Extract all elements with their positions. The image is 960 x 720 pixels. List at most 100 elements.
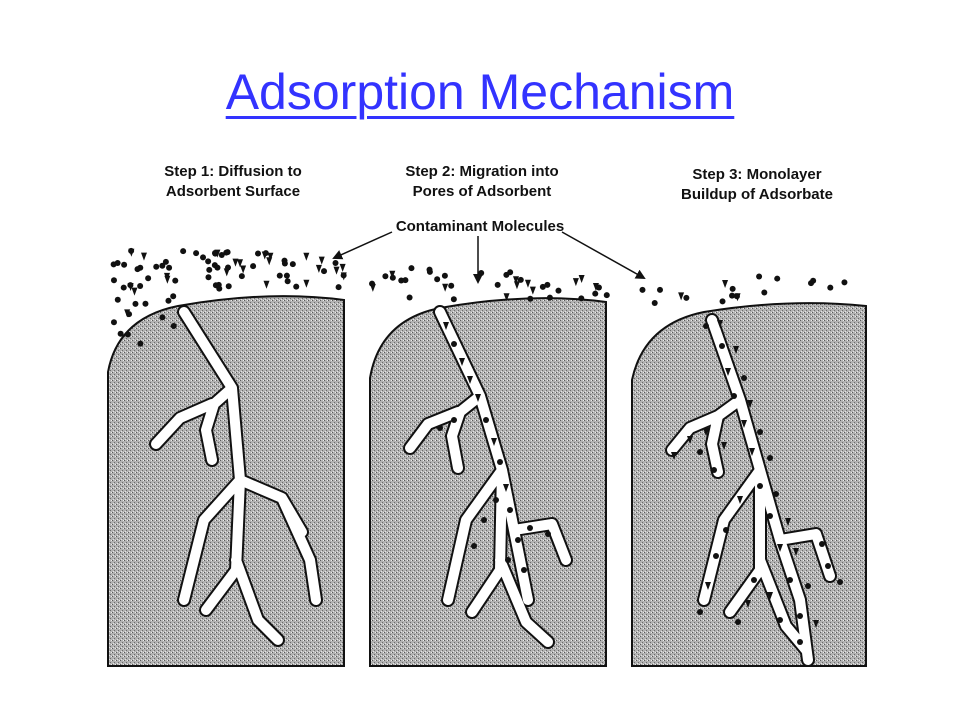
molecule-dot (437, 425, 443, 431)
molecule-dot (521, 567, 527, 573)
molecule-dot (441, 272, 448, 279)
molecule-triangle (745, 600, 751, 608)
molecule-dot (555, 287, 562, 294)
molecule-triangle (303, 279, 310, 288)
molecule-dot (515, 537, 521, 543)
molecule-triangle (318, 256, 325, 265)
molecule-triangle (124, 309, 131, 318)
panel-step-2 (369, 265, 610, 667)
molecule-triangle (128, 248, 135, 257)
molecule-dot (408, 265, 415, 272)
molecule-dot (545, 531, 551, 537)
molecule-dot (142, 300, 149, 307)
molecule-triangle (793, 548, 799, 556)
molecule-dot (137, 282, 144, 289)
molecule-dot (332, 259, 339, 266)
step-2-label: Step 2: Migration into Pores of Adsorben… (377, 162, 587, 202)
molecule-triangle (340, 272, 347, 281)
molecule-dot (471, 543, 477, 549)
molecule-triangle (333, 266, 340, 275)
molecule-triangle (266, 257, 273, 266)
contaminant-molecules-label: Contaminant Molecules (395, 218, 565, 235)
molecule-dot (166, 264, 173, 271)
molecule-dot (497, 459, 503, 465)
molecule-triangle (303, 252, 310, 261)
molecule-dot (478, 270, 485, 277)
step-2-line-1: Step 2: Migration into (405, 163, 559, 180)
molecule-triangle (777, 544, 783, 552)
molecule-triangle (503, 484, 509, 492)
molecule-triangle (725, 368, 731, 376)
contaminant-molecules (110, 247, 347, 347)
contaminant-molecules (639, 273, 848, 645)
molecule-triangle (164, 275, 171, 284)
molecule-triangle (721, 442, 727, 450)
molecule-dot (733, 293, 740, 300)
molecule-dot (145, 275, 152, 282)
molecule-triangle (459, 358, 465, 366)
molecule-dot (250, 263, 257, 270)
panel-step-3 (631, 273, 867, 667)
molecule-dot (426, 268, 433, 275)
step-3-line-1: Step 3: Monolayer (692, 166, 822, 183)
molecule-dot (719, 343, 725, 349)
molecule-dot (382, 273, 389, 280)
molecule-dot (507, 507, 513, 513)
molecule-dot (546, 294, 553, 301)
molecule-dot (335, 284, 342, 291)
molecule-dot (276, 272, 283, 279)
step-1-line-2: Adsorbent Surface (165, 183, 301, 200)
molecule-dot (827, 284, 834, 291)
molecule-dot (767, 455, 773, 461)
molecule-triangle (717, 320, 723, 328)
molecule-dot (639, 286, 646, 293)
molecule-dot (774, 275, 781, 282)
molecule-triangle (722, 279, 729, 288)
molecule-dot (389, 274, 396, 281)
molecule-dot (735, 619, 741, 625)
molecule-dot (697, 449, 703, 455)
molecule-dot (483, 417, 489, 423)
molecule-dot (434, 276, 441, 283)
molecule-triangle (369, 283, 376, 292)
molecule-dot (162, 258, 169, 265)
molecule-dot (697, 609, 703, 615)
molecule-dot (773, 491, 779, 497)
molecule-dot (493, 497, 499, 503)
molecule-dot (321, 268, 328, 275)
molecule-triangle (671, 452, 677, 460)
molecule-dot (767, 513, 773, 519)
molecule-triangle (687, 436, 693, 444)
molecule-dot (218, 252, 225, 259)
molecule-triangle (475, 394, 481, 402)
molecule-dot (797, 613, 803, 619)
molecule-dot (539, 283, 546, 290)
molecule-triangle (578, 275, 585, 284)
molecule-dot (494, 281, 501, 288)
molecule-dot (283, 272, 290, 279)
molecule-dot (756, 273, 763, 280)
title-link[interactable]: Adsorption Mechanism (225, 64, 735, 120)
molecule-dot (703, 323, 709, 329)
molecule-triangle (140, 252, 147, 261)
molecule-triangle (442, 283, 449, 292)
molecule-dot (797, 639, 803, 645)
molecule-triangle (232, 258, 239, 267)
molecule-dot (172, 277, 179, 284)
molecule-triangle (467, 376, 473, 384)
molecule-triangle (339, 263, 346, 272)
molecule-dot (289, 261, 296, 268)
molecule-dot (505, 557, 511, 563)
molecule-triangle (813, 620, 819, 628)
molecule-triangle (678, 292, 685, 301)
step-1-line-1: Step 1: Diffusion to (164, 163, 302, 180)
molecule-dot (121, 261, 128, 268)
molecule-triangle (443, 322, 449, 330)
molecule-triangle (512, 276, 519, 285)
molecule-dot (481, 517, 487, 523)
molecule-dot (527, 295, 534, 302)
molecule-dot (751, 577, 757, 583)
molecule-triangle (705, 582, 711, 590)
molecule-dot (170, 293, 177, 300)
